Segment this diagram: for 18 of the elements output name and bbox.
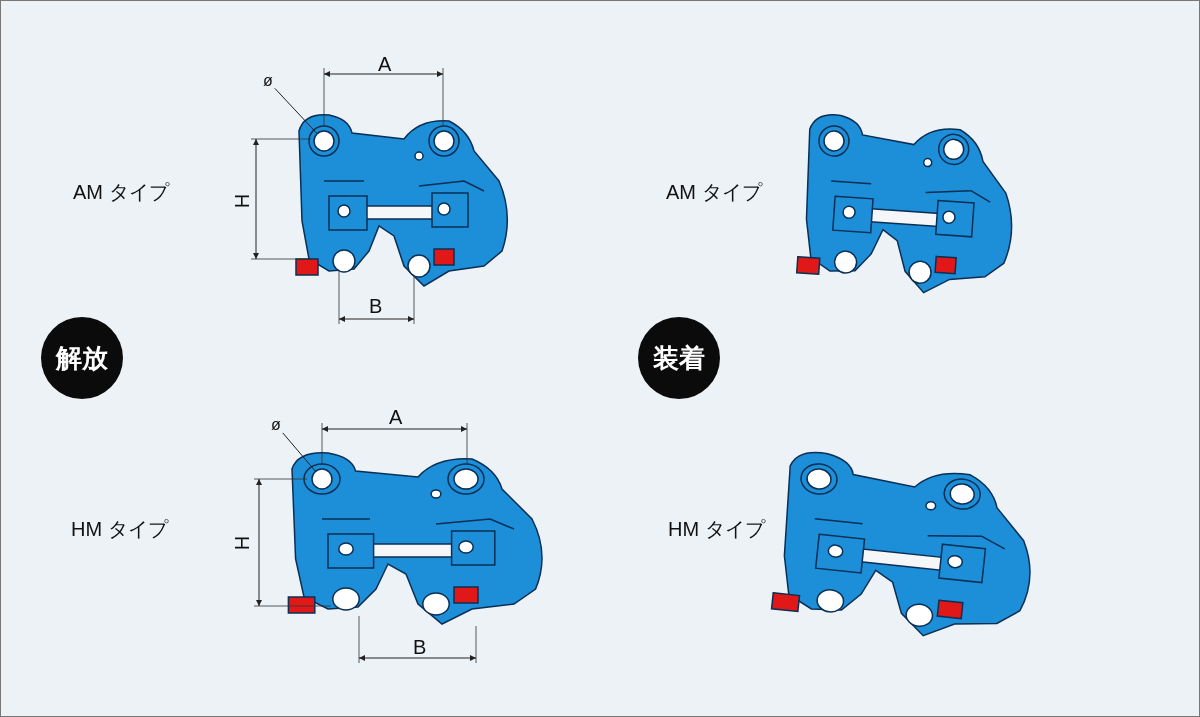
type-label: HM タイプ [668,519,765,539]
diameter-symbol: ø [271,417,281,433]
leader-line [274,87,318,135]
state-label: 装着 [638,317,720,399]
type-label: HM タイプ [71,519,168,539]
leader-line [282,432,316,472]
dimension-label: H [232,193,253,209]
pin-hole [313,130,335,152]
dimension-label: A [378,54,392,74]
diameter-symbol: ø [263,73,273,89]
type-label: AM タイプ [73,182,169,202]
dimension-label: B [369,296,383,316]
pin-hole [311,468,333,490]
dimension-label: B [413,637,427,657]
dimension-label: H [232,535,253,551]
state-label: 解放 [41,317,123,399]
dimension-label: A [389,407,403,427]
type-label: AM タイプ [666,182,762,202]
